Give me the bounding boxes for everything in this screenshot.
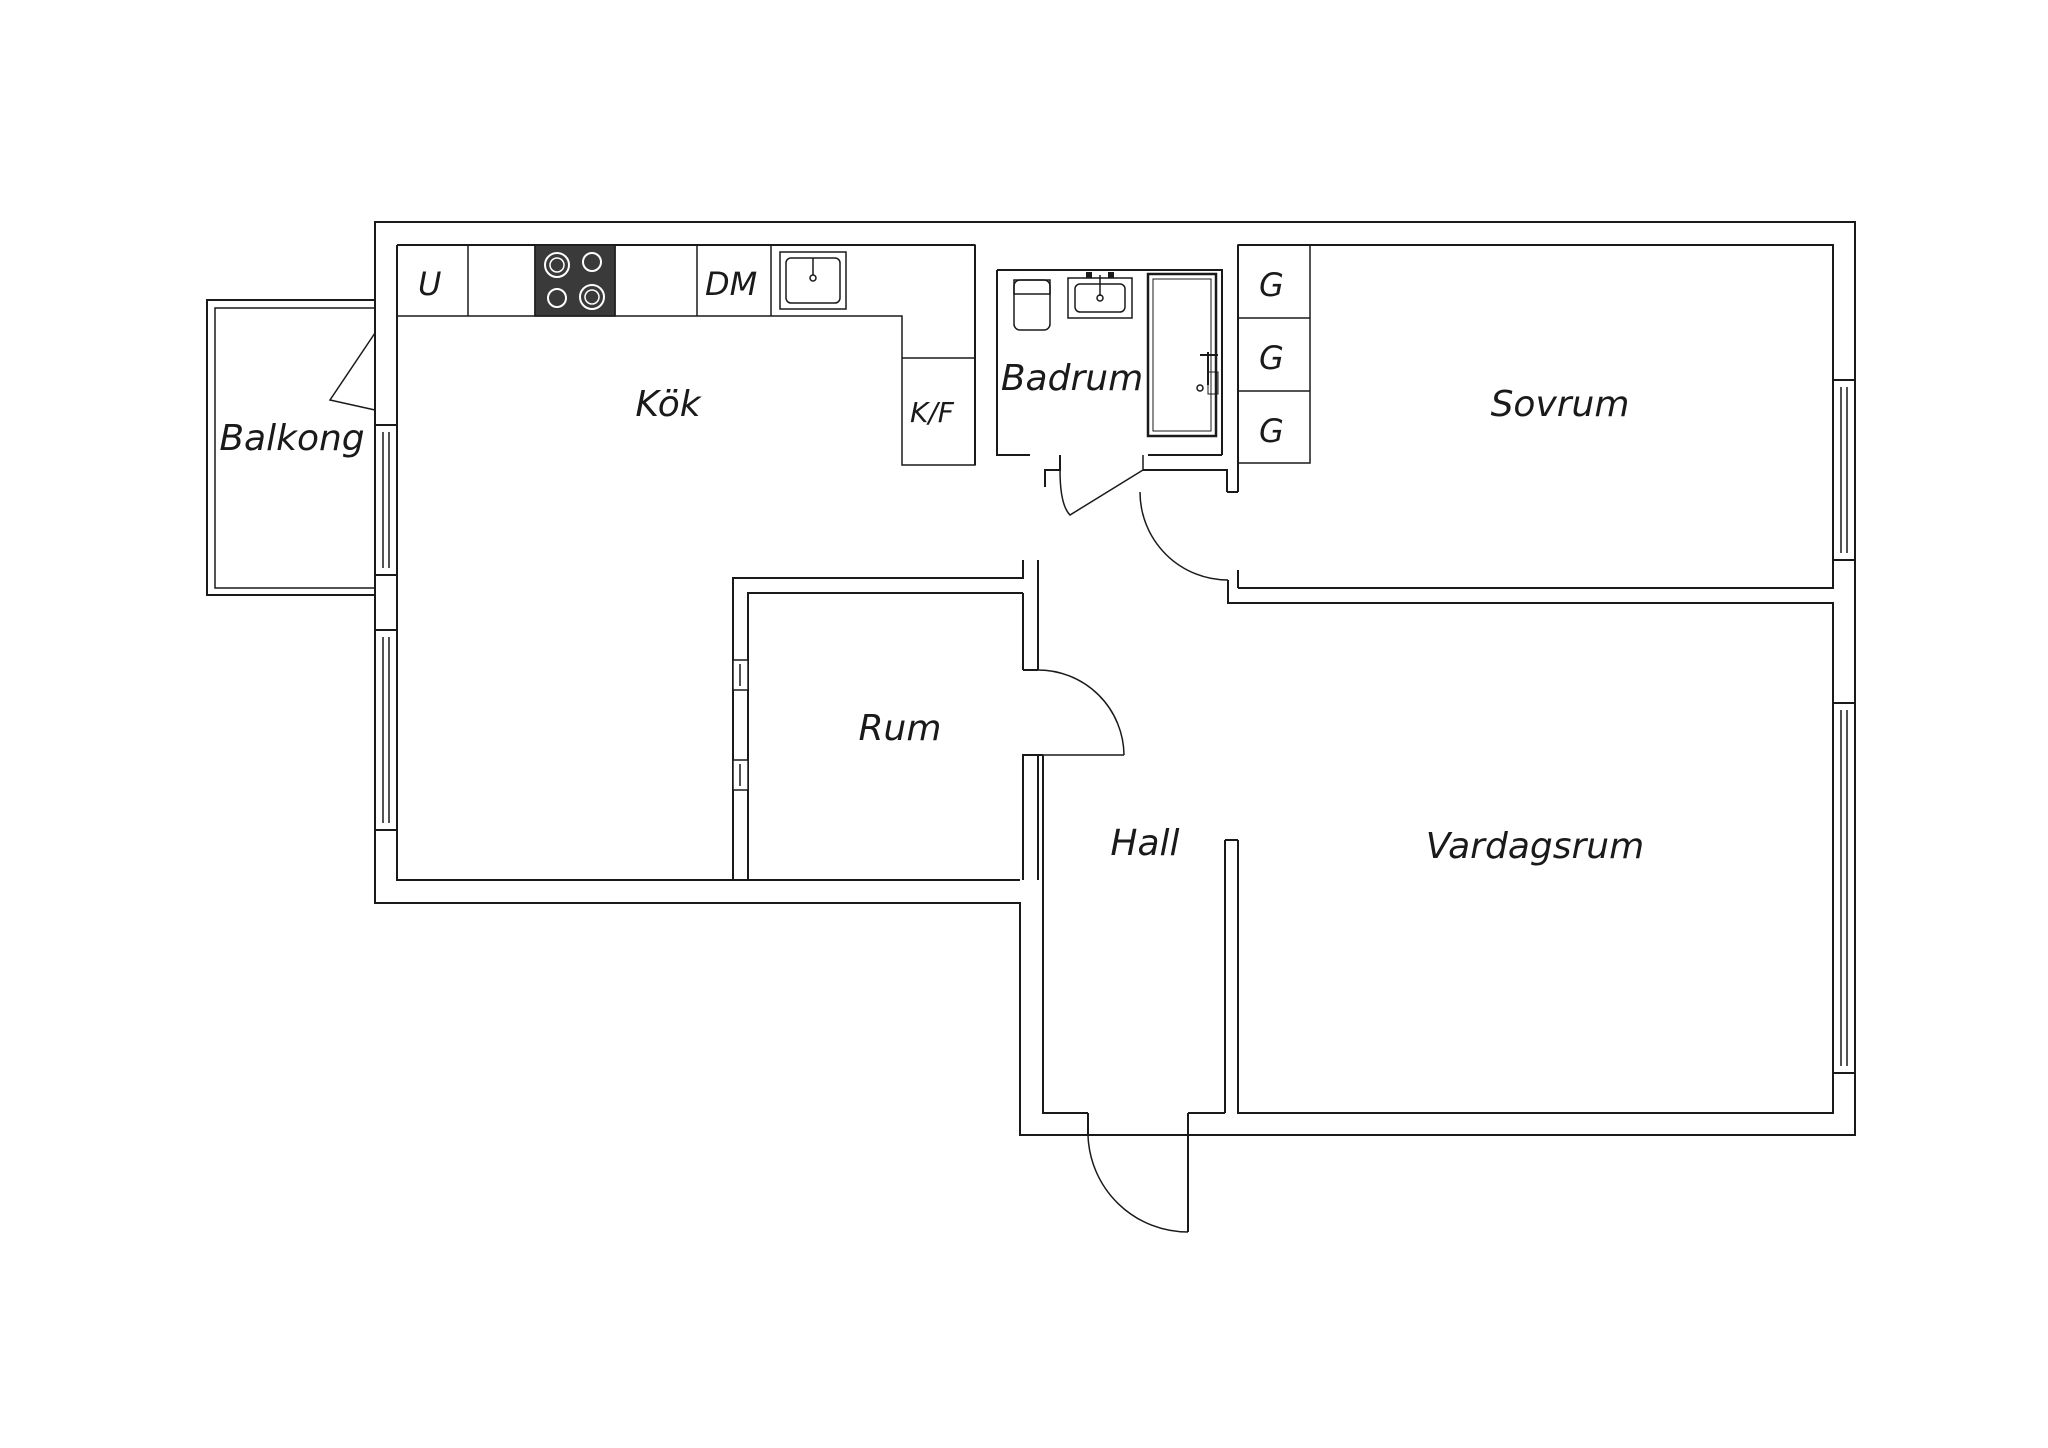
room-label-balkong: Balkong [219,418,364,459]
rum-door [1037,669,1125,756]
wardrobe-label-1: G [1259,266,1284,304]
vardagsrum-walls [1224,602,1834,1114]
fixture-label-kf: K/F [910,396,955,429]
bathroom-walls [974,245,1228,492]
window-rum-lower [732,759,749,791]
room-label-rum: Rum [859,708,942,749]
fixture-label-dm: DM [705,265,757,303]
balcony [206,299,376,596]
window-rum-upper [732,659,749,691]
window-left-lower [374,629,398,831]
bathroom-door [1059,469,1144,516]
room-label-kok: Kök [635,384,702,425]
room-label-sovrum: Sovrum [1491,384,1630,425]
room-label-vardagsrum: Vardagsrum [1426,826,1644,867]
sovrum-door [1139,491,1238,581]
stove-icon [534,244,616,317]
washbasin-icon [1067,272,1133,319]
window-left-upper [374,424,398,576]
bathtub-icon [1146,272,1219,438]
hall-walls [1042,755,1225,1135]
wardrobe-label-3: G [1259,412,1284,450]
room-label-hall: Hall [1110,823,1179,864]
kitchen-sink-icon [779,251,847,310]
kitchen-walls [397,244,1043,880]
room-label-badrum: Badrum [1001,358,1143,399]
toilet-icon [1013,279,1051,331]
window-sovrum [1832,379,1856,561]
entrance-door [1087,1134,1189,1233]
wardrobe-label-2: G [1259,339,1284,377]
fixture-label-u: U [418,265,441,303]
window-vardagsrum [1832,702,1856,1074]
